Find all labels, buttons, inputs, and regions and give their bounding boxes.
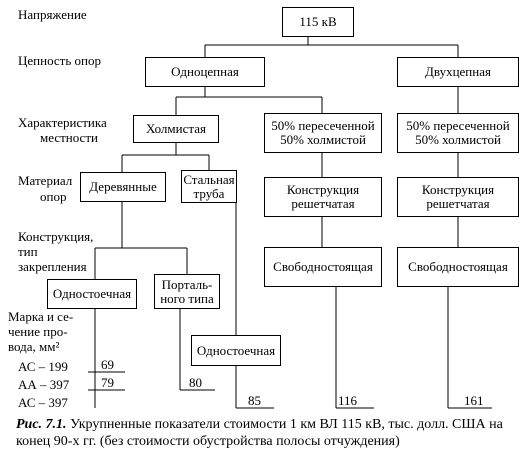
- node-single-post-wood: Одностоечная: [47, 279, 137, 309]
- cost-value-aa397: 79: [101, 375, 114, 390]
- cost-value-steel: 85: [248, 393, 261, 408]
- row-label-construction-line2: тип: [18, 244, 38, 259]
- row-label-material-line1: Материал: [18, 173, 73, 188]
- row-label-circuit: Цепность опор: [18, 53, 101, 68]
- cost-value-lattice-single: 116: [338, 393, 358, 408]
- row-label-terrain-line2: местности: [40, 130, 98, 145]
- wire-grade-2: АА – 397: [18, 377, 70, 392]
- node-freestanding-mid: Свободностоящая: [264, 247, 382, 287]
- node-portal-type: Порталь-ного типа: [154, 274, 220, 309]
- row-label-material-line2: опор: [40, 189, 67, 204]
- figure-caption: Рис. 7.1. Укрупненные показатели стоимос…: [16, 416, 516, 450]
- row-label-wire-line1: Марка и се-: [8, 309, 74, 324]
- node-single-post-steel: Одностоечная: [191, 335, 281, 366]
- row-label-wire-line3: вода, мм²: [8, 339, 60, 354]
- row-label-construction-line3: закрепления: [18, 259, 87, 274]
- caption-prefix: Рис. 7.1.: [16, 417, 67, 432]
- node-double-circuit: Двухцепная: [397, 57, 519, 87]
- node-freestanding-right: Свободностоящая: [397, 247, 519, 287]
- wire-grade-1: АС – 199: [18, 359, 68, 374]
- row-label-construction-line1: Конструкция,: [18, 229, 94, 244]
- row-label-terrain-line1: Характеристика: [18, 115, 107, 130]
- cost-value-lattice-double: 161: [464, 393, 484, 408]
- caption-text: Укрупненные показатели стоимости 1 км ВЛ…: [16, 417, 503, 449]
- cost-value-portal: 80: [189, 375, 202, 390]
- row-label-voltage: Напряжение: [18, 7, 87, 22]
- node-voltage: 115 кВ: [282, 7, 354, 37]
- cost-value-ac199: 69: [101, 357, 114, 372]
- node-wooden: Деревянные: [80, 172, 166, 202]
- wire-grade-3: АС – 397: [18, 395, 68, 410]
- row-label-wire-line2: чение про-: [8, 324, 68, 339]
- node-single-circuit: Одноцепная: [145, 57, 265, 87]
- node-hilly-terrain: Холмистая: [133, 115, 219, 143]
